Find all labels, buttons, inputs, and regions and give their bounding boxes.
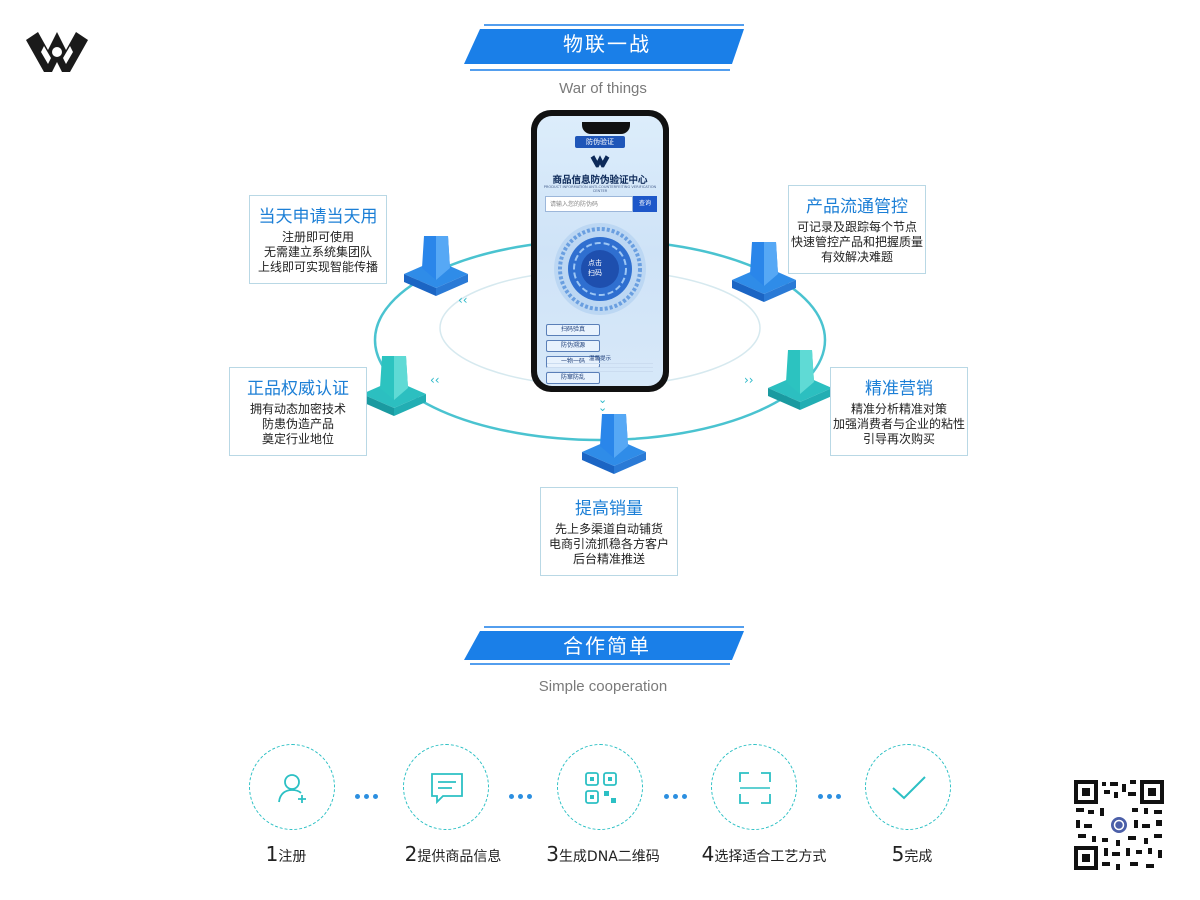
scan-dial-label-bottom[interactable]: 扫码 (588, 269, 602, 277)
feature-line: 拥有动态加密技术 (249, 402, 346, 416)
search-input[interactable]: 请输入您的防伪码 (545, 196, 633, 212)
feature-title: 正品权威认证 (247, 379, 349, 399)
step-label: 3生成DNA二维码 (523, 842, 683, 866)
scan-dial-icon (554, 223, 646, 315)
shield-icon (732, 242, 796, 302)
step-circle (711, 744, 797, 830)
step-circle (403, 744, 489, 830)
message-icon (431, 773, 463, 805)
step-text: 选择适合工艺方式 (714, 849, 827, 865)
feature-line: 上线即可实现智能传播 (257, 260, 378, 274)
svg-text:››: ›› (744, 373, 754, 387)
section-subtitle: War of things (559, 80, 647, 97)
phone-screen: 防伪验证 商品信息防伪验证中心 PRODUCT INFORMATION ANTI… (537, 116, 663, 386)
step-number: 5 (891, 842, 905, 866)
step-number: 2 (404, 842, 418, 866)
phone-button-trace[interactable]: 防伪溯源 (546, 340, 600, 352)
phone-mockup: 防伪验证 商品信息防伪验证中心 PRODUCT INFORMATION ANTI… (531, 110, 669, 392)
step-text: 注册 (278, 849, 307, 865)
svg-text:‹‹: ‹‹ (430, 373, 440, 387)
phone-notch (582, 122, 630, 134)
brand-logo (26, 32, 88, 72)
feature-line: 先上多渠道自动铺货 (554, 522, 663, 536)
scan-frame-icon (739, 772, 771, 804)
step-circle (249, 744, 335, 830)
step-connector-dots (664, 784, 694, 799)
feature-title: 提高销量 (575, 499, 643, 519)
feature-line: 防患伪造产品 (261, 417, 334, 431)
step-connector-dots (509, 784, 539, 799)
section-title-banner: 合作简单 (462, 626, 752, 676)
brand-logo (590, 155, 610, 168)
step-text: 生成DNA二维码 (558, 849, 660, 865)
feature-line: 加强消费者与企业的粘性 (832, 417, 965, 431)
shield-icon (404, 236, 468, 296)
step-connector-dots (818, 784, 848, 799)
step-label: 5完成 (832, 842, 992, 866)
step-circle (865, 744, 951, 830)
feature-line: 奠定行业地位 (261, 432, 334, 446)
svg-text:‹‹: ‹‹ (458, 293, 468, 307)
search-button[interactable]: 查询 (633, 196, 657, 212)
chevron-down-icon: ⌄⌄ (598, 393, 608, 414)
feature-box: 提高销量 先上多渠道自动铺货 电商引流抓稳各方客户 后台精准推送 (540, 487, 678, 576)
section-title-banner: 物联一战 (462, 24, 752, 74)
step-connector-dots (355, 784, 385, 799)
feature-box: 产品流通管控 可记录及跟踪每个节点 快速管控产品和把握质量 有效解决难题 (788, 185, 926, 274)
step-number: 3 (546, 842, 559, 866)
feature-line: 可记录及跟踪每个节点 (796, 220, 917, 234)
shield-icon (362, 356, 426, 416)
feature-box: 正品权威认证 拥有动态加密技术 防患伪造产品 奠定行业地位 (229, 367, 367, 456)
scan-dial-label-top[interactable]: 点击 (588, 259, 602, 267)
phone-title: 商品信息防伪验证中心 (552, 175, 648, 186)
qrcode-image (1072, 778, 1166, 872)
checkmark-icon (892, 776, 926, 800)
section-title: 合作简单 (563, 634, 651, 658)
shield-icon (582, 414, 646, 474)
step-circle (557, 744, 643, 830)
step-label: 2提供商品信息 (373, 842, 533, 866)
feature-title: 精准营销 (865, 379, 933, 399)
phone-subtitle: PRODUCT INFORMATION ANTI-COUNTERFEITING … (543, 185, 657, 193)
feature-line: 注册即可使用 (281, 230, 354, 244)
feature-box: 精准营销 精准分析精准对策 加强消费者与企业的粘性 引导再次购买 (830, 367, 968, 456)
section-subtitle: Simple cooperation (538, 678, 668, 695)
feature-line: 快速管控产品和把握质量 (790, 235, 923, 249)
feature-line: 引导再次购买 (862, 432, 935, 446)
feature-line: 后台精准推送 (572, 552, 645, 566)
feature-box: 当天申请当天用 注册即可使用 无需建立系统集团队 上线即可实现智能传播 (249, 195, 387, 284)
step-label: 1注册 (206, 842, 366, 866)
shield-icon (768, 350, 832, 410)
step-text: 完成 (904, 849, 933, 865)
feature-title: 产品流通管控 (806, 197, 908, 217)
section-title: 物联一战 (563, 32, 651, 56)
step-number: 1 (265, 842, 279, 866)
step-label: 4选择适合工艺方式 (684, 842, 844, 866)
user-icon (278, 774, 306, 803)
feature-line: 无需建立系统集团队 (263, 245, 372, 259)
step-text: 提供商品信息 (417, 849, 502, 865)
feature-line: 电商引流抓稳各方客户 (548, 537, 669, 551)
step-number: 4 (701, 842, 715, 866)
feature-line: 有效解决难题 (820, 250, 893, 264)
phone-tip-title: 温馨提示 (588, 356, 611, 362)
qrcode-icon (585, 772, 617, 804)
phone-badge: 防伪验证 (575, 136, 625, 148)
feature-title: 当天申请当天用 (258, 207, 378, 227)
phone-tip-text (547, 363, 653, 375)
phone-button-scan[interactable]: 扫码验真 (546, 324, 600, 336)
feature-line: 精准分析精准对策 (850, 402, 947, 416)
